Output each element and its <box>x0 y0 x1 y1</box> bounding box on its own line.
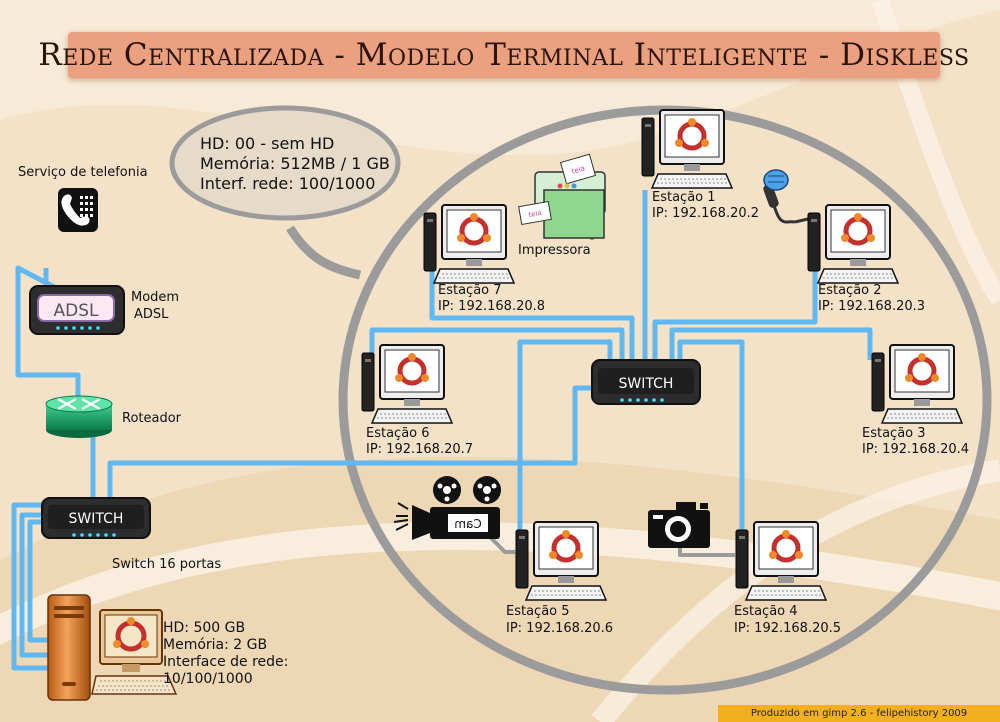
station-3-name: Estação 3 <box>862 426 926 441</box>
workstations <box>361 109 964 601</box>
telephony-label: Serviço de telefonia <box>18 165 148 180</box>
main-switch-caption: Switch 16 portas <box>112 557 222 572</box>
server-spec-line-3: Interface de rede: <box>163 654 289 670</box>
page-title: Rede Centralizada - Modelo Terminal Inte… <box>38 37 970 73</box>
callout-line-1: HD: 00 - sem HD <box>200 134 335 153</box>
phone-icon <box>58 188 98 232</box>
microphone-icon <box>763 169 789 208</box>
server-tower <box>47 594 91 701</box>
printer-icon: teia teia <box>518 153 606 239</box>
station-2-ip: IP: 192.168.20.3 <box>818 299 926 314</box>
station-2-name: Estação 2 <box>818 283 882 298</box>
camcorder-label-text: Cam <box>454 517 481 531</box>
station-7-computer <box>423 204 516 284</box>
center-switch: SWITCH <box>591 359 701 405</box>
server-spec-line-2: Memória: 2 GB <box>163 637 268 653</box>
footer-credit: Produzido em gimp 2.6 - felipehistory 20… <box>718 705 1000 722</box>
station-3-computer <box>871 344 964 424</box>
callout-line-3: Interf. rede: 100/1000 <box>200 174 376 193</box>
center-switch-text: SWITCH <box>619 376 674 392</box>
station-4-ip: IP: 192.168.20.5 <box>734 621 842 636</box>
station-4-computer <box>735 521 828 601</box>
station-5-computer <box>515 521 608 601</box>
modem-label-line-1: Modem <box>131 290 180 305</box>
station-7-ip: IP: 192.168.20.8 <box>438 299 546 314</box>
station-2-computer <box>807 204 900 284</box>
main-switch-text: SWITCH <box>69 511 124 527</box>
station-6-name: Estação 6 <box>366 426 430 441</box>
router-icon <box>45 395 113 438</box>
station-1-computer <box>641 109 734 189</box>
station-1-ip: IP: 192.168.20.2 <box>652 206 760 221</box>
router-label: Roteador <box>122 411 182 426</box>
modem-screen-text: ADSL <box>54 301 100 321</box>
title-banner: Rede Centralizada - Modelo Terminal Inte… <box>38 32 969 78</box>
printer-label: Impressora <box>518 243 591 258</box>
modem-label-line-2: ADSL <box>134 307 169 322</box>
station-3-ip: IP: 192.168.20.4 <box>862 442 970 457</box>
server-spec-line-1: HD: 500 GB <box>163 620 246 636</box>
printer-paper-out-text: teia <box>528 209 542 219</box>
station-6-computer <box>361 344 454 424</box>
camcorder-icon: Cam <box>393 476 501 540</box>
station-5-name: Estação 5 <box>506 604 570 619</box>
callout-line-2: Memória: 512MB / 1 GB <box>200 154 390 173</box>
server-monitor <box>91 609 178 695</box>
photo-camera-icon <box>648 502 710 548</box>
station-6-ip: IP: 192.168.20.7 <box>366 442 474 457</box>
server-spec-line-4: 10/100/1000 <box>163 671 253 687</box>
station-4-name: Estação 4 <box>734 604 798 619</box>
main-switch: SWITCH <box>41 497 151 539</box>
station-5-ip: IP: 192.168.20.6 <box>506 621 614 636</box>
station-7-name: Estação 7 <box>438 283 502 298</box>
callout-bubble <box>169 105 401 280</box>
printer-paper-top-text: teia <box>571 164 586 175</box>
adsl-modem: ADSL <box>29 285 125 335</box>
station-1-name: Estação 1 <box>652 190 716 205</box>
